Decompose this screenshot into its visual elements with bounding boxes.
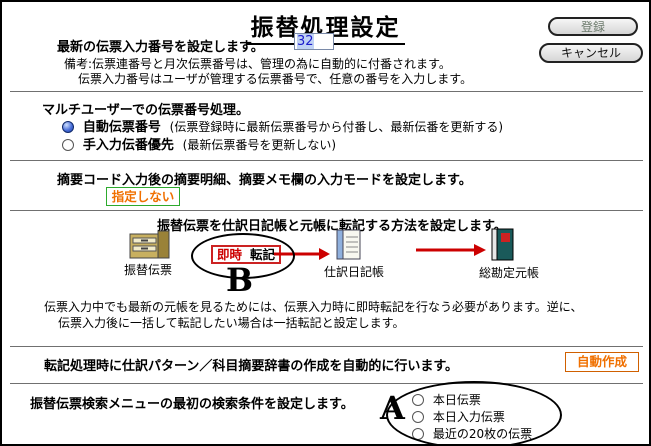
radio-selected-icon[interactable] [62,121,74,133]
radio-note: (伝票登録時に最新伝票番号から付番し、最新伝番を更新する) [169,120,504,134]
posting-note1: 伝票入力中でも最新の元帳を見るためには、伝票入力時に即時転記を行なう必要がありま… [44,300,583,314]
radio-auto-slip-number[interactable]: 自動伝票番号 (伝票登録時に最新伝票番号から付番し、最新伝番を更新する) [62,116,503,135]
radio-manual-slip-number[interactable]: 手入力伝番優先 (最新伝票番号を更新しない) [62,134,336,153]
auto-create-button[interactable]: 自動作成 [565,352,639,372]
cancel-button[interactable]: キャンセル [539,43,643,63]
divider [10,383,643,384]
annotation-ellipse-b [191,233,295,279]
divider [10,210,643,211]
posting-note2: 伝票入力後に一括して転記したい場合は一括転記と設定します。 [58,316,405,330]
slip-number-value: 32 [297,34,314,49]
posting-label: 振替伝票を仕訳日記帳と元帳に転記する方法を設定します。 [157,219,507,234]
transfer-slip-label: 振替伝票 [124,263,173,277]
multiuser-label: マルチユーザーでの伝票番号処理。 [42,103,249,118]
divider [10,346,643,347]
radio-unselected-icon[interactable] [62,139,74,151]
journal-icon [336,229,361,260]
slip-number-label: 最新の伝票入力番号を設定します。 [57,40,264,55]
transfer-slip-icon [129,230,170,259]
memo-mode-label: 摘要コード入力後の摘要明細、摘要メモ欄の入力モードを設定します。 [57,173,472,188]
ledger-label: 総勘定元帳 [479,266,540,280]
radio-note: (最新伝票番号を更新しない) [182,138,337,152]
divider [10,91,643,92]
radio-label: 手入力伝番優先 [82,138,174,153]
ledger-icon [491,228,514,261]
annotation-ellipse-a [386,381,562,444]
annotation-letter-b: B [226,261,254,299]
search-condition-label: 振替伝票検索メニューの最初の検索条件を設定します。 [30,397,354,412]
annotation-letter-a: A [380,389,405,427]
slip-number-note1: 備考:伝票連番号と月次伝票番号は、管理の為に自動的に付番されます。 [64,57,451,71]
slip-number-note2: 伝票入力番号はユーザが管理する伝票番号で、任意の番号を入力します。 [78,72,473,86]
journal-label: 仕訳日記帳 [324,265,385,279]
slip-number-input[interactable]: 32 [294,33,334,50]
register-button[interactable]: 登録 [548,17,638,36]
arrow-right-icon [416,244,486,256]
divider [10,160,643,161]
memo-mode-value[interactable]: 指定しない [106,187,180,206]
auto-create-label: 転記処理時に仕訳パターン／科目摘要辞書の作成を自動的に行います。 [44,359,459,374]
radio-label: 自動伝票番号 [82,120,161,135]
